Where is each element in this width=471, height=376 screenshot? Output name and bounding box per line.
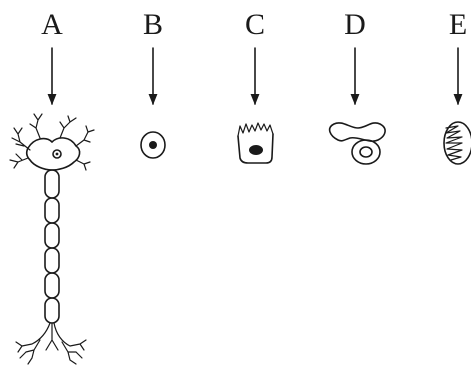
ciliated-cell-icon — [237, 122, 274, 164]
neuron-icon — [9, 113, 95, 365]
label-d: D — [344, 8, 366, 41]
wrapping-cell-icon — [328, 122, 386, 165]
label-b: B — [143, 8, 163, 41]
round-cell-icon — [140, 131, 166, 159]
mitochondrion-icon — [443, 121, 471, 165]
label-e: E — [449, 8, 467, 41]
label-a: A — [41, 8, 63, 41]
label-c: C — [245, 8, 265, 41]
